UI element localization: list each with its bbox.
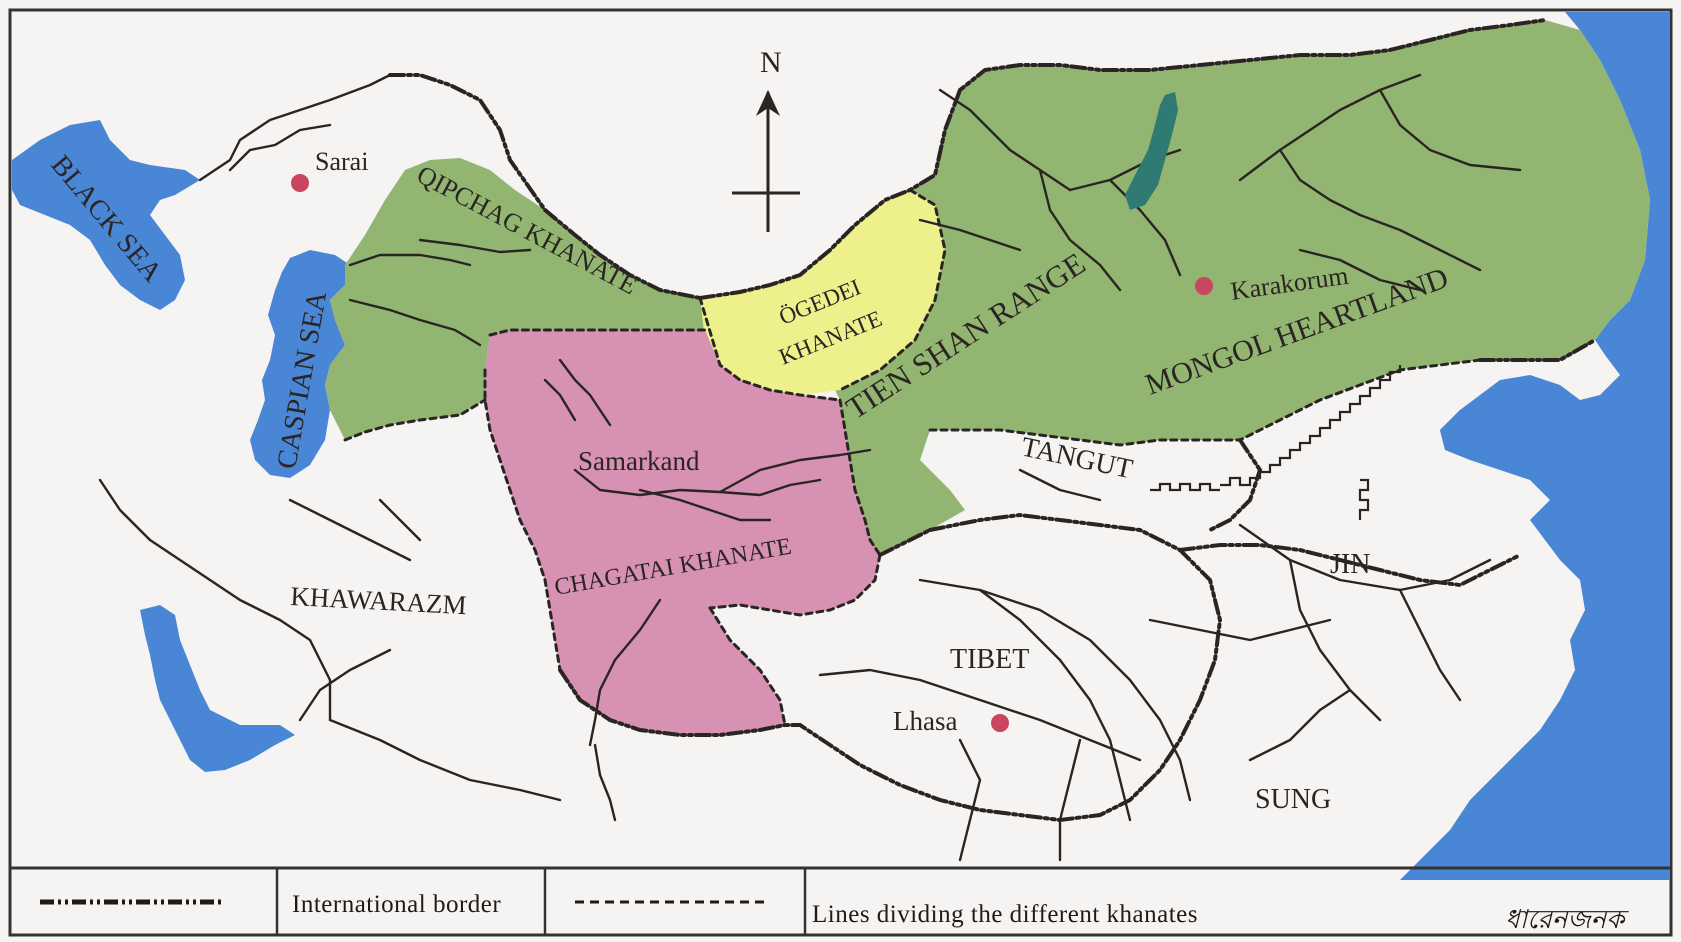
karakorum-dot <box>1195 277 1213 295</box>
water-bodies <box>12 12 1670 880</box>
lhasa-dot <box>991 714 1009 732</box>
legend-international-border-label: International border <box>292 891 501 918</box>
lake-baikal <box>1125 92 1178 210</box>
artist-signature: ধারেনজনক <box>1505 905 1629 935</box>
legend: International border Lines dividing the … <box>10 866 1671 935</box>
lhasa-label: Lhasa <box>893 706 957 736</box>
khanate-dividing-lines <box>343 188 1482 727</box>
legend-khanate-lines-label: Lines dividing the different khanates <box>812 901 1198 928</box>
mongol-heartland-region <box>700 20 1650 555</box>
city-markers <box>291 174 1213 732</box>
tibet-label: TIBET <box>950 644 1029 675</box>
khanate-regions <box>325 20 1650 735</box>
chagatai-khanate-region <box>485 330 880 735</box>
north-arrow: N <box>732 46 800 232</box>
great-wall <box>1150 365 1402 520</box>
persian-gulf <box>140 605 295 772</box>
ogedei-khanate-region <box>700 190 945 395</box>
jin-label: JIN <box>1330 549 1370 580</box>
qipchag-khanate-region <box>325 158 705 440</box>
sarai-label: Sarai <box>315 147 368 176</box>
black-sea <box>12 120 200 310</box>
north-label: N <box>760 46 782 79</box>
caspian-sea <box>250 250 350 478</box>
pacific-ocean <box>1400 12 1670 880</box>
sarai-dot <box>291 174 309 192</box>
samarkand-label: Samarkand <box>578 446 700 476</box>
bohai-gulf <box>1440 395 1520 455</box>
international-border-lines <box>388 18 1597 823</box>
sung-label: SUNG <box>1255 784 1331 815</box>
rivers <box>98 73 1522 862</box>
